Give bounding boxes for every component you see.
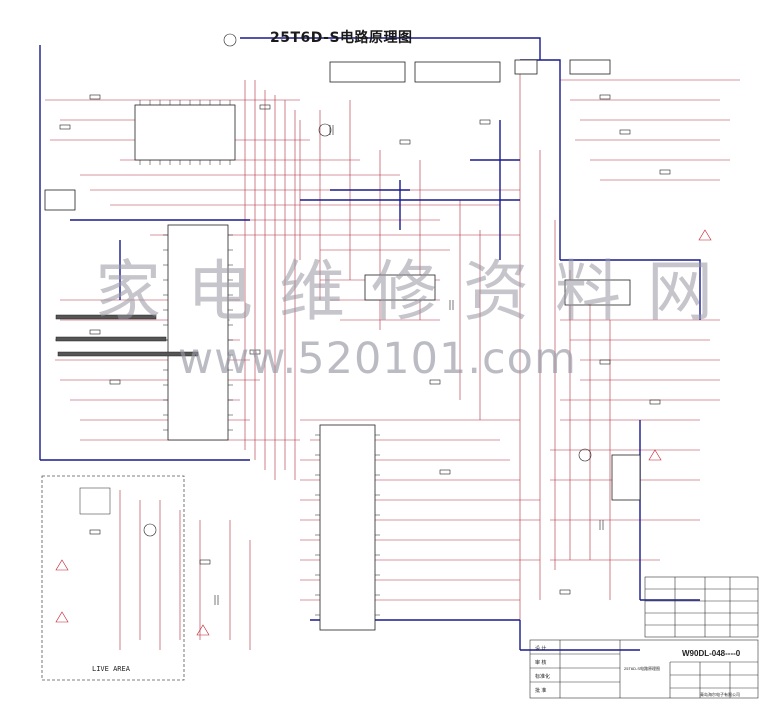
blue-bus-lines — [39, 37, 701, 651]
diagram-title: 25T6D-S电路原理图 — [270, 30, 413, 46]
title-block-subtitle: 25T6D-S电路原理图 — [624, 666, 661, 671]
hatched-block — [55, 314, 199, 515]
live-area-label: LIVE AREA — [92, 665, 130, 673]
ic-packages — [44, 59, 641, 631]
components — [55, 33, 712, 636]
title-block-row-standard: 标准化 — [535, 674, 551, 680]
watermark-url: www.520101.com — [178, 334, 577, 384]
title-block-row-review: 审 核 — [535, 660, 547, 666]
watermark-chinese: 家电维修资料网 — [95, 253, 739, 330]
live-area-boundary — [41, 475, 185, 681]
drawing-number: W90DL-048----0 — [682, 649, 741, 658]
title-block-row-design: 设 计 — [535, 646, 547, 652]
company-name: 青岛海尔电子有限公司 — [700, 692, 740, 697]
title-block — [529, 576, 759, 699]
title-block-row-approve: 批 准 — [535, 688, 547, 694]
ic-pins — [139, 100, 380, 616]
